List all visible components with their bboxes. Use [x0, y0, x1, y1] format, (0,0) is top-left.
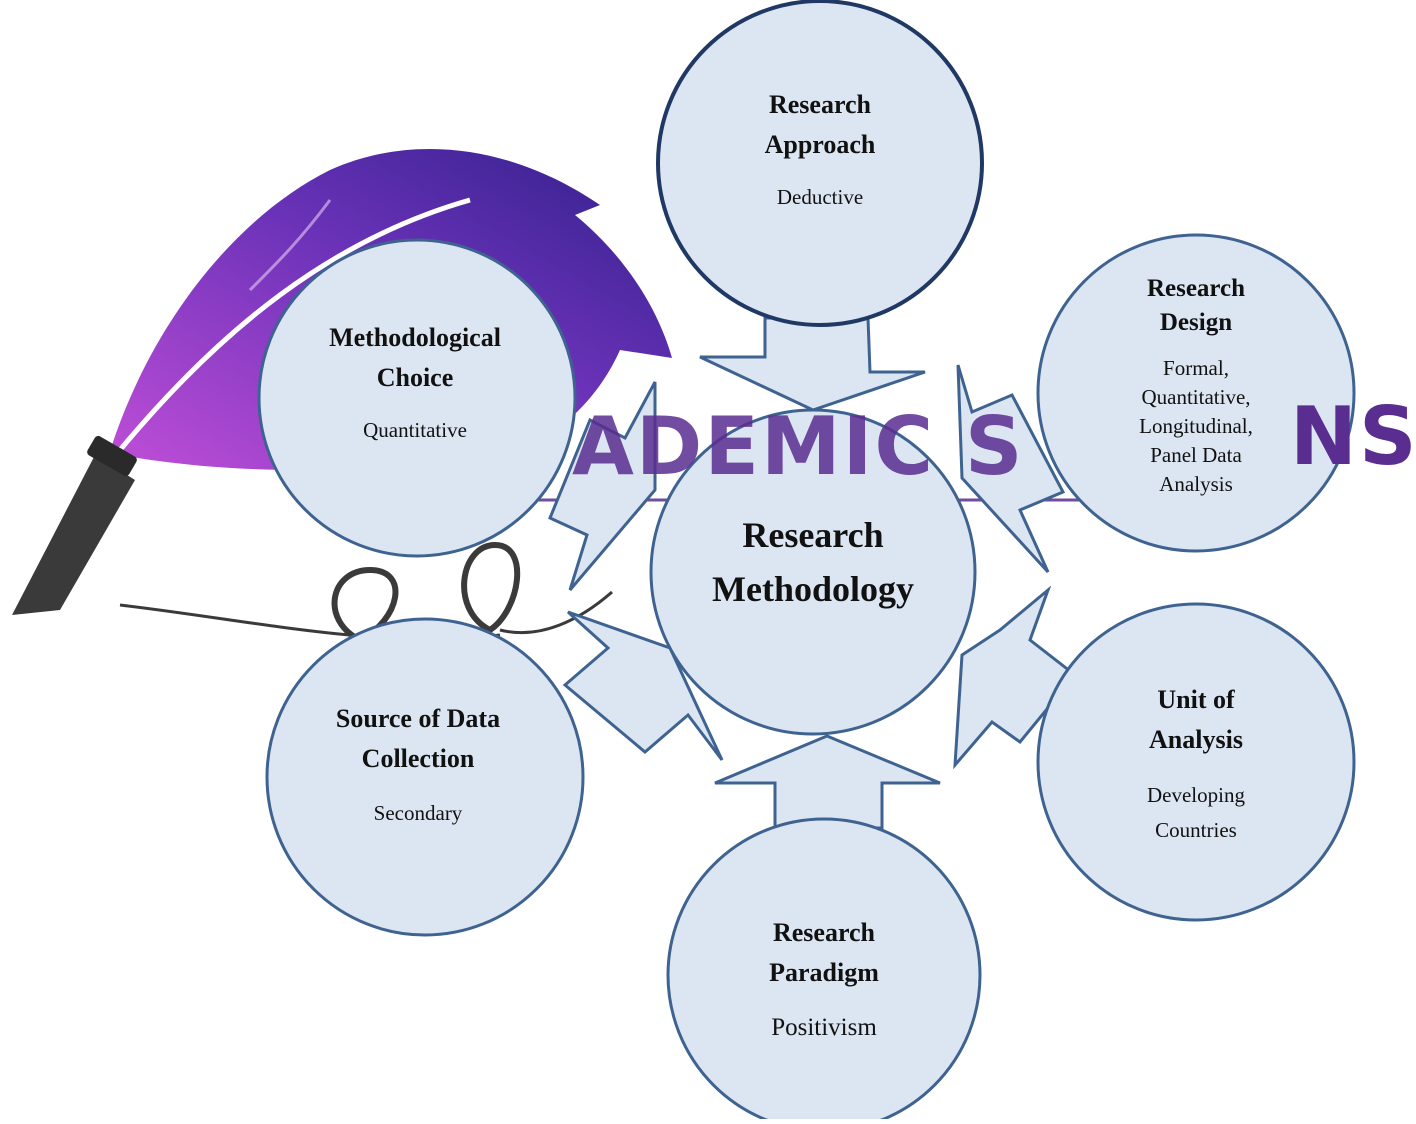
- circle-design: [1036, 233, 1356, 553]
- arrows: [548, 316, 1078, 830]
- center-title-line2: Methodology: [712, 569, 914, 609]
- node-detail: Quantitative,: [1141, 385, 1251, 409]
- node-title: Methodological: [329, 323, 501, 352]
- node-detail: Positivism: [771, 1014, 877, 1041]
- node-methodological-choice: Methodological Choice Quantitative: [275, 318, 555, 445]
- circle-paradigm: [666, 817, 982, 1124]
- node-research-approach: Research Approach Deductive: [680, 85, 960, 212]
- circle-approach: [656, 0, 984, 327]
- node-research-paradigm: Research Paradigm Positivism: [684, 913, 964, 1042]
- node-title: Source of Data: [335, 704, 501, 733]
- arrow-from-source: [562, 610, 724, 761]
- node-unit-of-analysis: Unit of Analysis Developing Countries: [1056, 680, 1336, 848]
- node-title: Research: [768, 90, 872, 119]
- node-title: Analysis: [1149, 725, 1243, 754]
- node-title: Research: [772, 918, 876, 947]
- circle-unit: [1036, 602, 1356, 922]
- arrow-from-design: [956, 364, 1066, 574]
- node-title: Design: [1159, 309, 1233, 336]
- node-detail: Developing: [1147, 783, 1245, 807]
- node-source-of-data: Source of Data Collection Secondary: [278, 699, 558, 828]
- node-title: Choice: [376, 363, 454, 392]
- arrow-from-approach: [699, 316, 926, 412]
- circle-source: [265, 617, 585, 937]
- node-detail: Countries: [1155, 818, 1237, 842]
- arrow-from-paradigm: [714, 734, 941, 830]
- node-research-design: Research Design Formal, Quantitative, Lo…: [1056, 272, 1336, 499]
- watermark-text-end: NS: [1290, 390, 1416, 483]
- circle-center: [649, 408, 977, 736]
- node-detail: Secondary: [373, 801, 463, 825]
- node-detail: Longitudinal,: [1139, 414, 1253, 438]
- node-detail: Analysis: [1159, 472, 1233, 496]
- node-title: Unit of: [1157, 685, 1235, 714]
- node-detail: Panel Data: [1150, 443, 1242, 467]
- node-title: Collection: [361, 744, 475, 773]
- arrow-from-choice: [548, 381, 657, 591]
- node-title: Paradigm: [769, 958, 879, 987]
- circle-choice: [257, 238, 577, 558]
- center-node: Research Methodology: [663, 508, 963, 616]
- node-detail: Formal,: [1163, 356, 1229, 380]
- center-title-line1: Research: [742, 515, 884, 555]
- node-title: Approach: [764, 130, 876, 159]
- node-detail: Quantitative: [363, 418, 467, 442]
- watermark-text: ADEMIC S: [572, 400, 1025, 493]
- node-title: Research: [1146, 275, 1246, 302]
- circles: [257, 0, 1356, 1124]
- node-detail: Deductive: [776, 185, 864, 209]
